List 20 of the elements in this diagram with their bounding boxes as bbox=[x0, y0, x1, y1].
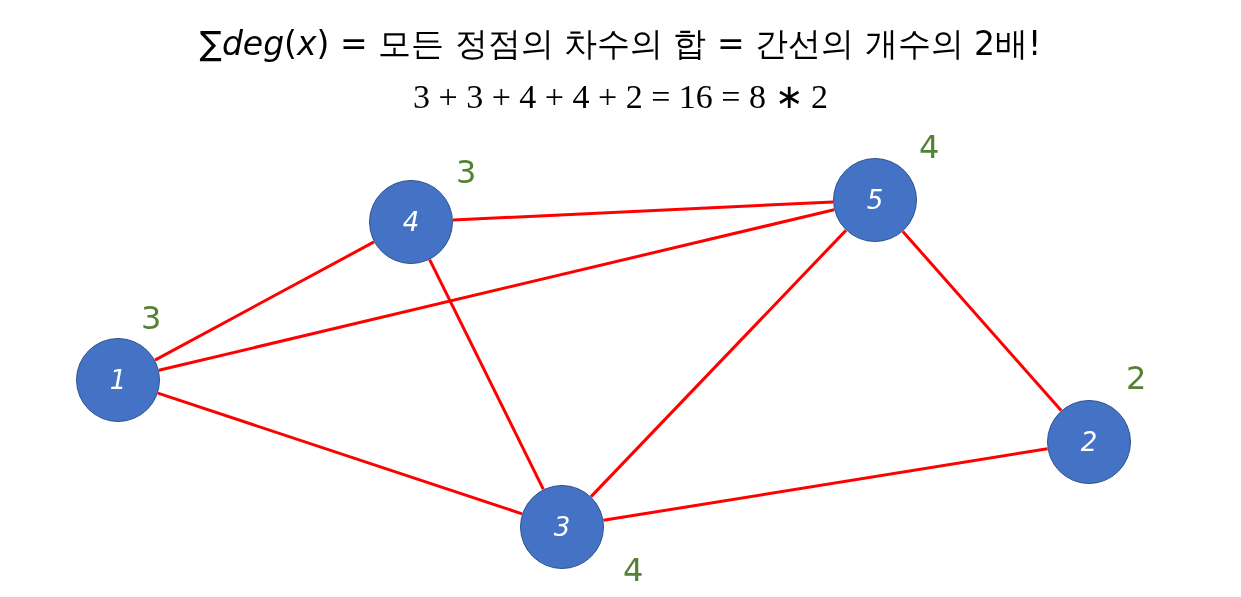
vertex-circle: 4 bbox=[369, 180, 453, 264]
edge-line bbox=[154, 240, 375, 362]
edge-line bbox=[603, 447, 1048, 522]
vertex-circle: 1 bbox=[76, 338, 160, 422]
degree-label: 4 bbox=[919, 131, 940, 163]
vertex-circle: 3 bbox=[520, 485, 604, 569]
title: ∑deg(x) = 모든 정점의 차수의 합 = 간선의 개수의 2배! bbox=[199, 23, 1042, 65]
vertex-circle: 2 bbox=[1047, 400, 1131, 484]
degree-label: 3 bbox=[456, 156, 477, 188]
edge-line bbox=[158, 208, 835, 372]
edge-line bbox=[589, 229, 848, 498]
degree-label: 3 bbox=[141, 302, 162, 334]
edge-line bbox=[452, 200, 834, 222]
edge-line bbox=[901, 230, 1063, 412]
equation: 3 + 3 + 4 + 4 + 2 = 16 = 8 ∗ 2 bbox=[412, 77, 829, 116]
degree-label: 2 bbox=[1126, 362, 1147, 394]
edge-line bbox=[157, 391, 523, 516]
vertex-circle: 5 bbox=[833, 158, 917, 242]
edge-line bbox=[428, 258, 545, 491]
degree-label: 4 bbox=[623, 554, 644, 586]
